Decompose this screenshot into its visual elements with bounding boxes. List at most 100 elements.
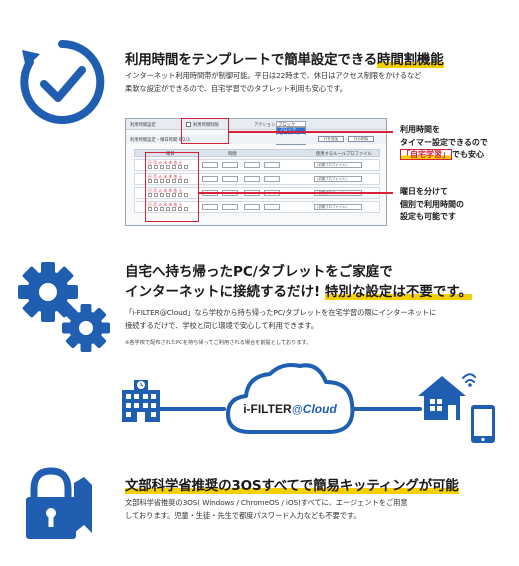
mock-day-checkbox[interactable]	[166, 207, 170, 211]
mock-action-selected: ブロック	[278, 123, 296, 128]
mock-day-checkbox[interactable]	[184, 207, 188, 211]
section1-body-line1: インターネット利用時間帯が制御可能。平日は22時まで、休日はアクセス制限をかける…	[125, 71, 422, 80]
section2-note: ※各学校で配布されたPCを持ち帰ってご利用される場合を前提としております。	[125, 340, 312, 346]
cloud-logo-at: @	[291, 404, 303, 416]
mock-checkbox-label: 利用時間制限	[193, 123, 219, 128]
mock-rule-select[interactable]: (初期プロファイル)	[314, 204, 362, 210]
mock-delete-row-button[interactable]: 行の削除	[348, 136, 374, 142]
section1-body-line2: 柔軟な設定ができるので、自宅学習でのタブレット利用も安心です。	[125, 83, 347, 93]
schedule-settings-screenshot: 利用時間設定 利用時間制限 アクション ブロック ブロック パスワード 警告 利…	[125, 118, 387, 226]
mock-day-labels: 日月火水木金土	[148, 174, 184, 179]
mock-day-checkbox[interactable]	[160, 165, 164, 169]
mock-day-checkbox[interactable]	[166, 193, 170, 197]
mock-time-select[interactable]	[202, 162, 218, 168]
mock-day-labels: 日月火水木金土	[148, 202, 184, 207]
callout2-leader	[199, 192, 393, 194]
section3-title-text: 文部科学省推奨の3OSすべてで簡易キッティングが可能	[125, 478, 459, 494]
mock-time-select[interactable]	[264, 162, 280, 168]
mock-time-select[interactable]	[244, 162, 260, 168]
mock-day-checkbox[interactable]	[172, 179, 176, 183]
mock-day-checkbox[interactable]	[166, 165, 170, 169]
mock-time-select[interactable]	[202, 176, 218, 182]
home-connection-line	[352, 407, 422, 411]
mock-day-checkbox[interactable]	[148, 207, 152, 211]
cloud-logo-cloud: Cloud	[302, 402, 337, 416]
mock-time-select[interactable]	[222, 204, 238, 210]
callout1-leader	[229, 131, 393, 133]
mock-day-checkbox[interactable]	[148, 179, 152, 183]
section2-body-line1: 「i-FILTER@Cloud」なら学校から持ち帰ったPC/タブレットを在宅学習…	[125, 308, 437, 317]
mock-day-labels: 日月火水木金土	[148, 188, 184, 193]
callout1-line2: タイマー設定できるので	[400, 137, 488, 147]
mock-time-select[interactable]	[222, 162, 238, 168]
gears-icon	[18, 262, 110, 352]
mock-day-checkbox[interactable]	[178, 165, 182, 169]
mock-day-checkbox[interactable]	[160, 179, 164, 183]
day-column-highlight-frame	[145, 152, 199, 222]
mock-day-checkbox[interactable]	[178, 179, 182, 183]
mock-day-checkbox[interactable]	[184, 165, 188, 169]
section2-title: 自宅へ持ち帰ったPC/タブレットをご家庭で インターネットに接続するだけ! 特別…	[125, 262, 473, 302]
mock-day-checkbox[interactable]	[148, 193, 152, 197]
mock-day-checkbox[interactable]	[184, 179, 188, 183]
mock-day-checkbox[interactable]	[154, 165, 158, 169]
mock-add-row-button[interactable]: 行を追加	[318, 136, 344, 142]
mock-day-checkbox[interactable]	[172, 207, 176, 211]
section1-title: 利用時間をテンプレートで簡単設定できる時間割機能	[125, 52, 444, 68]
mock-day-checkbox[interactable]	[148, 165, 152, 169]
mock-day-checkbox[interactable]	[154, 179, 158, 183]
section3-body: 文部科学省推奨の3OS( Windows / ChromeOS / iOS)すべ…	[125, 497, 510, 522]
section2-body-line2: 接続するだけで、学校と同じ環境で安心して利用できます。	[125, 320, 319, 330]
mock-header-bar	[126, 119, 386, 130]
mock-day-checkbox[interactable]	[160, 207, 164, 211]
cloud-logo-main: i-FILTER	[243, 402, 292, 416]
callout1-line1: 利用時間を	[400, 125, 440, 134]
callout2-line2: 個別で利用時間の	[400, 199, 464, 209]
mock-col-day: 曜日	[166, 152, 175, 157]
mock-time-select[interactable]	[244, 176, 260, 182]
cloud-logo: i-FILTER@Cloud	[232, 398, 348, 417]
section3-body-line1: 文部科学省推奨の3OS( Windows / ChromeOS / iOS)すべ…	[125, 498, 408, 507]
mock-day-checkbox[interactable]	[178, 193, 182, 197]
mock-subheader: 利用時間設定・曜日時間 6/2/3	[130, 138, 190, 143]
mock-col-rule: 使用するルールプロファイル	[316, 152, 372, 157]
mock-day-checkbox[interactable]	[184, 193, 188, 197]
section2-title-highlight: 特別な設定は不要です。	[324, 284, 473, 300]
mock-day-checkbox[interactable]	[154, 193, 158, 197]
mock-time-select[interactable]	[244, 204, 260, 210]
mock-day-checkbox[interactable]	[172, 165, 176, 169]
mock-day-checkbox[interactable]	[160, 193, 164, 197]
mock-time-select[interactable]	[264, 176, 280, 182]
mock-rule-select[interactable]: (初期プロファイル)	[314, 176, 362, 182]
cloud-icon	[226, 363, 355, 434]
mock-col-time: 時間	[228, 152, 237, 157]
school-building-icon	[122, 380, 160, 422]
callout1-highlight: 「自宅学習」	[400, 149, 452, 160]
mock-time-select[interactable]	[222, 176, 238, 182]
mock-time-select[interactable]	[264, 204, 280, 210]
mock-action-select[interactable]	[276, 121, 306, 127]
mock-rule-select[interactable]: (初期プロファイル)	[314, 162, 362, 168]
mock-day-checkbox[interactable]	[178, 207, 182, 211]
section1-title-highlight: 時間割機能	[377, 52, 444, 68]
mock-day-checkbox[interactable]	[166, 179, 170, 183]
tablet-icon	[471, 405, 495, 443]
house-wifi-icon	[418, 373, 476, 420]
section2-title-line2: インターネットに接続するだけ!	[125, 284, 325, 300]
mock-day-checkbox[interactable]	[172, 193, 176, 197]
mock-day-labels: 日月火水木金土	[148, 160, 184, 165]
callout2-line1: 曜日を分けて	[400, 187, 448, 196]
mock-header-label: 利用時間設定	[130, 123, 156, 128]
clock-check-icon	[20, 39, 105, 124]
mock-day-checkbox[interactable]	[154, 207, 158, 211]
section2-body: 「i-FILTER@Cloud」なら学校から持ち帰ったPC/タブレットを在宅学習…	[125, 307, 510, 332]
section1-body: インターネット利用時間帯が制御可能。平日は22時まで、休日はアクセス制限をかける…	[125, 70, 505, 95]
section2-title-line1: 自宅へ持ち帰ったPC/タブレットをご家庭で	[125, 264, 393, 280]
school-connection-line	[154, 407, 226, 411]
callout-weekday: 曜日を分けて 個別で利用時間の 設定も可能です	[400, 186, 464, 224]
mock-action-label: アクション	[254, 123, 276, 128]
mock-limit-checkbox[interactable]	[186, 122, 191, 127]
dropdown-highlight-frame	[181, 118, 229, 144]
mock-subheader-bar	[126, 135, 386, 144]
mock-time-select[interactable]	[202, 204, 218, 210]
